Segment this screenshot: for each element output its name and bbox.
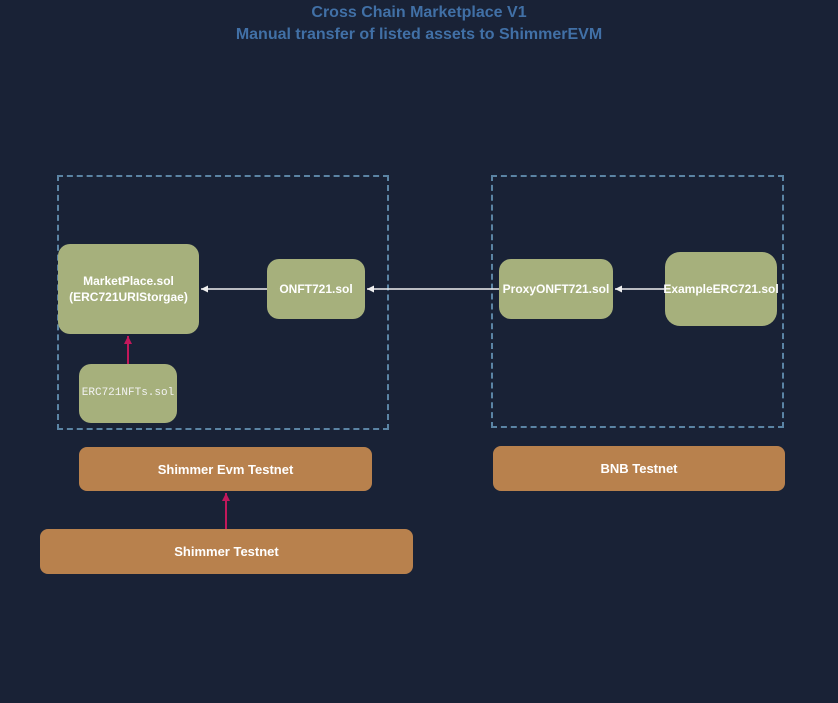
node-shimmer-evm-testnet-label: Shimmer Evm Testnet — [157, 461, 294, 477]
title-line-2: Manual transfer of listed assets to Shim… — [235, 25, 603, 43]
node-erc721nfts-label: ERC721NFTs.sol — [81, 387, 175, 400]
node-shimmer-evm-testnet[interactable]: Shimmer Evm Testnet — [79, 447, 372, 491]
node-bnb-testnet[interactable]: BNB Testnet — [493, 446, 785, 491]
node-proxyonft721-label: ProxyONFT721.sol — [502, 281, 610, 296]
node-marketplace-label-line2: (ERC721URIStorgae) — [69, 290, 188, 304]
node-exampleerc721-label: ExampleERC721.sol — [663, 281, 779, 296]
node-bnb-testnet-label: BNB Testnet — [600, 461, 678, 476]
node-shimmer-testnet-label: Shimmer Testnet — [174, 544, 279, 559]
title-line-1: Cross Chain Marketplace V1 — [311, 4, 527, 21]
group-bnb[interactable] — [491, 175, 784, 428]
node-marketplace[interactable]: MarketPlace.sol (ERC721URIStorgae) — [58, 244, 199, 334]
node-marketplace-label-line1: MarketPlace.sol — [83, 273, 174, 288]
node-erc721nfts[interactable]: ERC721NFTs.sol — [79, 364, 177, 423]
node-onft721-label: ONFT721.sol — [279, 281, 353, 296]
node-proxyonft721[interactable]: ProxyONFT721.sol — [499, 259, 613, 319]
diagram-title: Cross Chain Marketplace V1 Manual transf… — [0, 2, 838, 45]
node-exampleerc721[interactable]: ExampleERC721.sol — [663, 252, 779, 326]
node-shimmer-testnet[interactable]: Shimmer Testnet — [40, 529, 413, 574]
node-onft721[interactable]: ONFT721.sol — [267, 259, 365, 319]
